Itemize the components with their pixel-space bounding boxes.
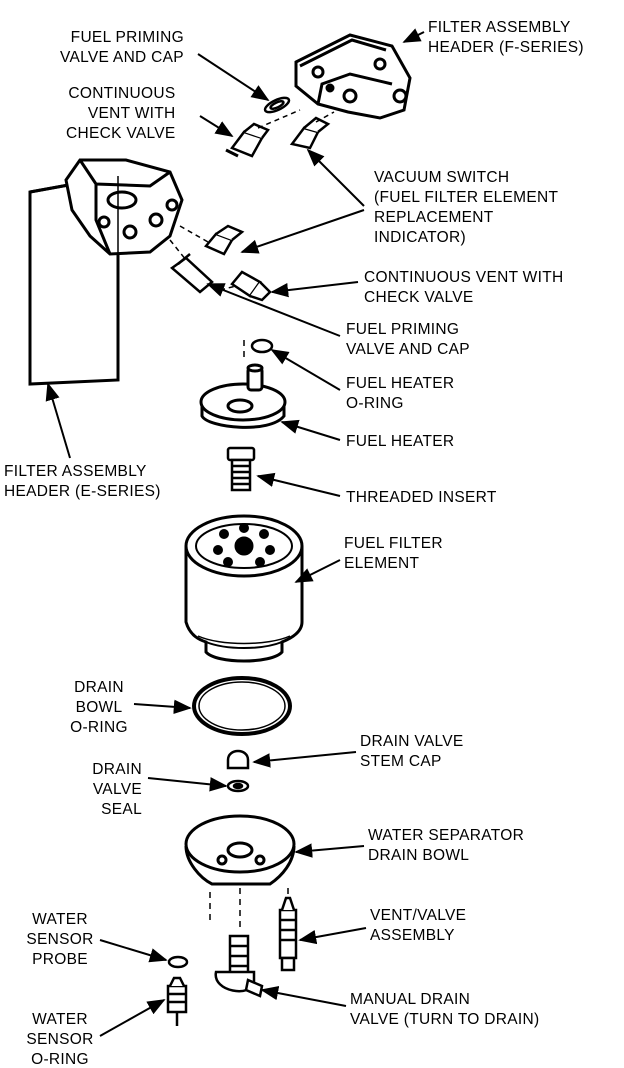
drain-bowl-oring-part [192,676,292,736]
center-guides [209,340,289,930]
manual-drain-valve-part [214,934,264,998]
fuel-heater-oring-part [250,338,274,354]
fuel-priming-valve-top-part [263,96,291,114]
label-fuel-heater: FUEL HEATER [346,433,455,450]
fuel-priming-valve-mid-part [169,253,214,294]
vacuum-switch-part [203,224,245,256]
vacuum-switch-top-part [289,116,331,150]
drain-valve-stem-cap-part [226,749,250,770]
drain-bowl-oring-inner [198,681,286,731]
water-separator-bowl-part [184,814,296,886]
label-threaded-insert: THREADED INSERT [346,489,497,506]
leader-lines [45,28,425,1037]
fuel-filter-element-part [184,514,304,663]
water-sensor-part [166,976,188,1026]
top-assembly-guides [257,109,335,129]
f-series-header-part [294,33,412,120]
fuel-heater-part [199,363,287,429]
threaded-insert-part [226,446,256,492]
e-series-header-part [28,158,184,386]
continuous-vent-top-part [225,122,270,158]
continuous-vent-mid-part [230,270,272,302]
vent-valve-assembly-part [278,896,298,972]
water-sensor-probe-part [167,955,189,969]
drain-valve-seal-part [226,779,250,793]
